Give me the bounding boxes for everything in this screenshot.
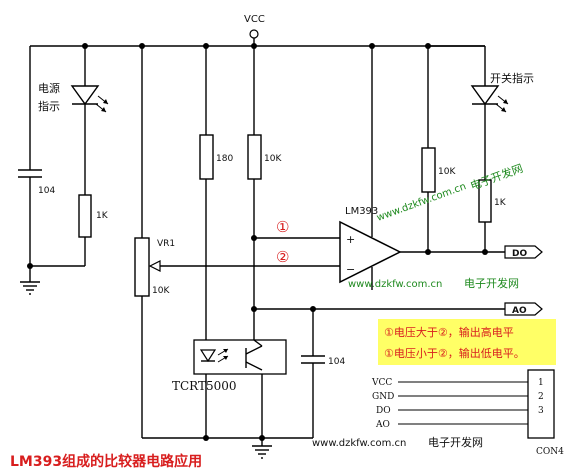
vr-value: 10K [152, 286, 170, 296]
watermark-2: www.dzkfw.com.cn [348, 279, 442, 290]
con-pin-num-3: 3 [538, 406, 544, 416]
connector-con4: VCC GND DO AO 1 2 3 CON4 [371, 369, 564, 457]
diagram-title: LM393组成的比较器电路应用 [10, 453, 202, 470]
res-180-value: 180 [216, 154, 233, 164]
res-10k-mid-value: 10K [264, 154, 282, 164]
vcc-terminal [249, 29, 259, 39]
watermark-3: www.dzkfw.com.cn [312, 438, 406, 449]
ao-label: AO [512, 306, 527, 316]
res-10k-right: 10K [421, 46, 456, 255]
note-box: ①电压大于②，输出高电平 ①电压小于②，输出低电平。 [378, 319, 556, 365]
ao-output-tag: AO [504, 302, 543, 316]
con-pin-num-1: 1 [538, 378, 544, 388]
con-name: CON4 [536, 447, 564, 457]
watermark-1b: 电子开发网 [468, 161, 524, 193]
note-line-2: ①电压小于②，输出低电平。 [384, 346, 525, 360]
watermarks: www.dzkfw.com.cn 电子开发网 www.dzkfw.com.cn … [312, 161, 525, 449]
res-left-value: 1K [96, 211, 109, 221]
con-pin-label-3: DO [376, 406, 391, 416]
sensor-label: TCRT5000 [172, 379, 237, 393]
watermark-3b: 电子开发网 [428, 435, 483, 449]
switch-led-label: 开关指示 [490, 71, 534, 85]
res-10k-mid: 10K [247, 46, 505, 340]
note-line-1: ①电压大于②，输出高电平 [384, 325, 514, 339]
marker-2: ② [276, 248, 289, 266]
ground-left [20, 263, 85, 295]
potentiometer-vr1: VR1 10K [134, 46, 340, 438]
do-output-tag: DO [504, 245, 543, 259]
cap-left: 104 [18, 46, 55, 266]
con-pin-label-2: GND [372, 392, 394, 402]
ground-bottom [142, 435, 313, 459]
plus-sign: + [346, 233, 355, 246]
vcc-label: VCC [244, 14, 265, 25]
res-180: 180 [199, 46, 233, 340]
con-pin-label-1: VCC [371, 378, 392, 388]
tcrt5000-sensor: TCRT5000 [172, 339, 287, 438]
con-pin-num-2: 2 [538, 392, 544, 402]
cap-left-value: 104 [38, 186, 55, 196]
res-10k-right-value: 10K [438, 167, 456, 177]
res-left-1k: 1K [78, 194, 109, 266]
marker-1: ① [276, 218, 289, 236]
cap-bottom-value: 104 [328, 357, 345, 367]
res-right-1k-value: 1K [494, 198, 507, 208]
power-led-label-2: 指示 [38, 99, 60, 113]
power-led-label-1: 电源 [38, 81, 60, 95]
cap-bottom: 104 [301, 309, 345, 438]
minus-sign: − [346, 263, 355, 276]
power-led: 电源 指示 [38, 46, 109, 195]
comparator-lm393: + − LM393 [339, 46, 505, 290]
switch-led: 开关指示 1K [428, 45, 534, 255]
do-label: DO [512, 249, 527, 259]
vcc-rail: VCC [30, 14, 485, 47]
vr-name: VR1 [157, 239, 175, 249]
watermark-2b: 电子开发网 [464, 276, 519, 290]
con-pin-label-4: AO [375, 420, 390, 430]
comparator-label: LM393 [345, 206, 378, 217]
